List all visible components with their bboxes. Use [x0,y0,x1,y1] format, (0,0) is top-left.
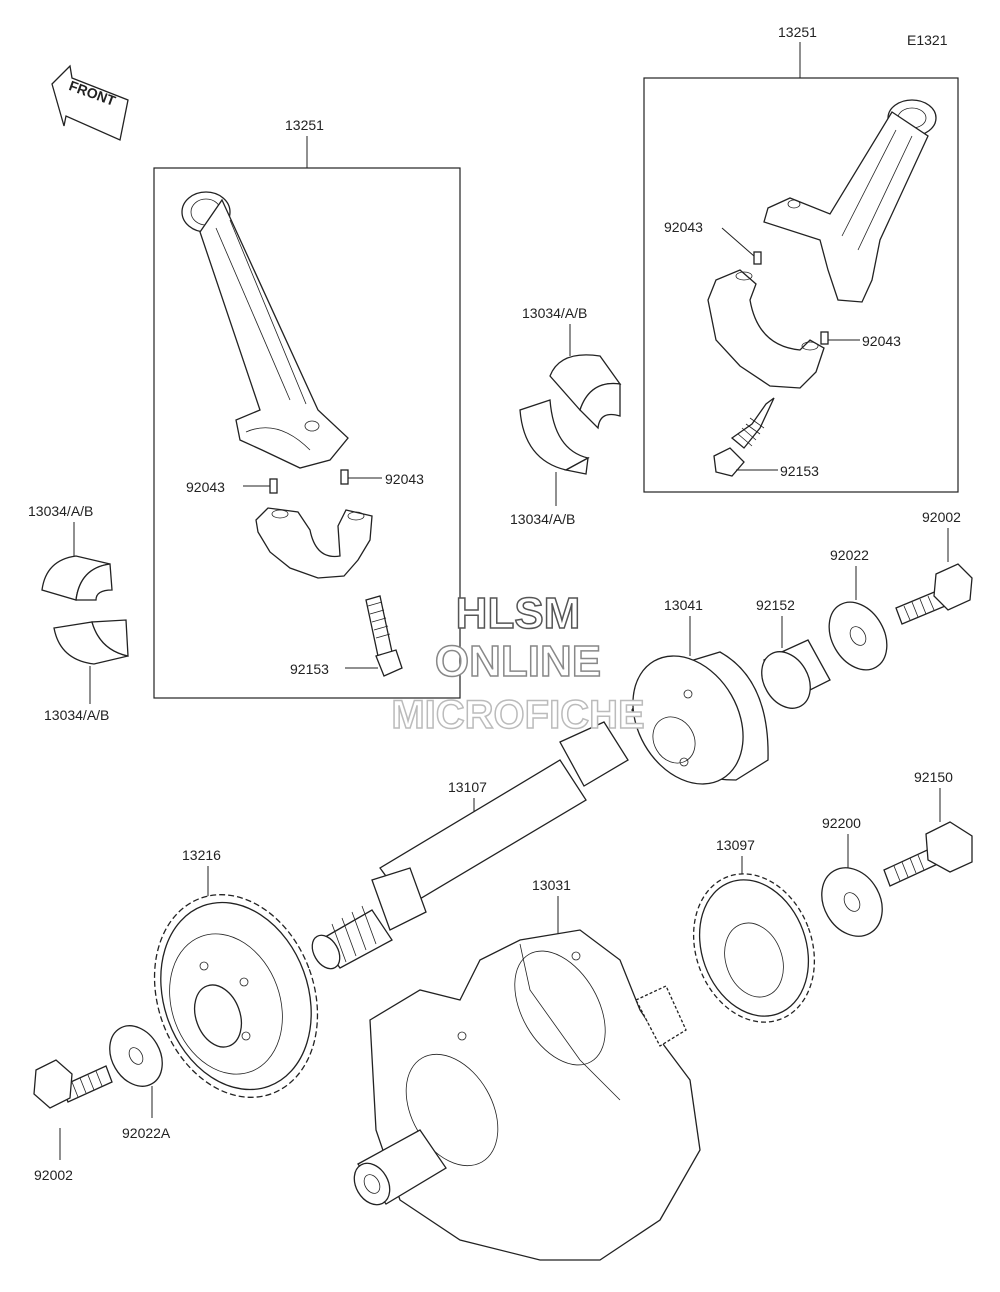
label-washer-right: 92200 [822,815,861,831]
watermark-line2: ONLINE [435,637,601,686]
label-washer-left: 92022A [122,1125,171,1141]
conrod-cap-left [255,507,373,579]
diagram-code: E1321 [907,32,948,48]
label-dowel-l1: 92043 [186,479,225,495]
balancer-shaft [311,721,629,970]
label-bearing-left-bottom: 13034/A/B [44,707,109,723]
label-bolt-top: 92002 [922,509,961,525]
connecting-rod-left [181,191,349,469]
bolt-top-right [895,563,973,625]
collar [761,639,831,709]
label-bolt-l: 92153 [290,661,329,677]
label-rotor: 13041 [664,597,703,613]
label-dowel-r1: 92043 [664,219,703,235]
bearing-shell-mid-bottom [519,399,590,475]
label-bearing-mid-top: 13034/A/B [522,305,587,321]
label-washer-top: 92022 [830,547,869,563]
crankshaft [353,929,701,1261]
conrod-box-right [643,77,959,493]
bearing-shell-left-top [41,555,113,601]
dowel-pins-left [269,469,349,494]
label-dowel-l2: 92043 [385,471,424,487]
label-shaft: 13107 [448,779,487,795]
bolt-right [883,821,973,887]
label-conrod-left: 13251 [285,117,324,133]
connecting-rod-right [763,99,937,303]
label-bolt-left: 92002 [34,1167,73,1183]
bearing-shell-left-bottom [53,619,129,665]
label-collar: 92152 [756,597,795,613]
gear-left [153,894,319,1098]
front-arrow-icon: FRONT [51,64,129,141]
label-crankshaft: 13031 [532,877,571,893]
conrod-cap-right [707,269,825,389]
label-bolt-r: 92153 [780,463,819,479]
rotor [631,651,769,785]
watermark-line1: HLSM [456,589,581,638]
washer-right [821,867,883,937]
bearing-shell-mid-top [549,354,622,430]
label-bearing-mid-bottom: 13034/A/B [510,511,575,527]
label-dowel-r2: 92043 [862,333,901,349]
dowel-pins-right [753,251,829,345]
label-bearing-left-top: 13034/A/B [28,503,93,519]
bolt-left [33,1059,113,1109]
label-bolt-right: 92150 [914,769,953,785]
label-gear-right: 13097 [716,837,755,853]
gear-right [692,873,816,1023]
conrod-bolt-right [713,397,775,477]
label-conrod-right: 13251 [778,24,817,40]
label-gear-left: 13216 [182,847,221,863]
watermark-line3: MICROFICHE [391,693,644,737]
washer-top [828,601,888,671]
watermark: HLSM ONLINE MICROFICHE [391,588,646,738]
conrod-bolt-left [365,595,403,677]
washer-left [109,1025,163,1087]
